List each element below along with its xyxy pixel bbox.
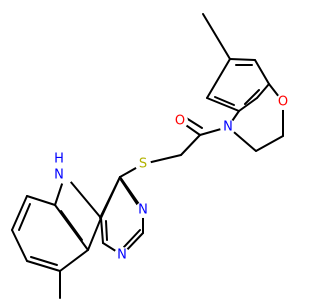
- atom-label-layer: O N O S N H N N: [54, 94, 291, 263]
- bond-arom: [206, 97, 240, 112]
- bond-benz: [11, 229, 28, 262]
- molecule-structure: O N O S N H N N: [11, 13, 291, 299]
- atom-h-indole: H: [54, 152, 64, 167]
- bond-pyr-inner: [105, 220, 108, 241]
- bond-arom: [206, 58, 231, 99]
- atom-o-ring: O: [275, 94, 291, 110]
- bond-ch2-ch2: [255, 135, 284, 152]
- atom-s-thioether: S: [135, 156, 151, 172]
- bond-benz-inner: [18, 203, 31, 231]
- bond-arom: [238, 97, 258, 112]
- svg-text:N: N: [117, 248, 127, 263]
- bond-benz: [59, 249, 89, 272]
- bond-pyr-inner: [123, 229, 141, 248]
- svg-text:N: N: [54, 168, 64, 183]
- svg-text:N: N: [138, 203, 148, 218]
- bond-arom-inner: [214, 96, 235, 106]
- bond-benz: [26, 260, 61, 272]
- bond-benz-inner: [30, 256, 58, 266]
- svg-text:O: O: [175, 114, 185, 129]
- bond-arom: [254, 59, 270, 85]
- svg-text:O: O: [278, 95, 288, 110]
- atom-n-pyrimidine-b: N: [114, 247, 130, 263]
- bond-c-ch2: [180, 134, 201, 156]
- bond-pyrrole: [64, 174, 102, 219]
- bond-benz: [11, 195, 28, 231]
- atom-nh-indole: N H: [54, 152, 74, 184]
- atom-n-pyrimidine-a: N: [135, 202, 151, 218]
- atom-o-carbonyl: O: [172, 113, 188, 129]
- bond-benz: [26, 195, 56, 206]
- bond-pyrrole: [87, 217, 102, 251]
- bond-arom-inner: [244, 89, 260, 105]
- bond-fused: [99, 176, 121, 219]
- bond-benz-inner: [60, 210, 83, 241]
- bond-pyrrole-fused: [54, 204, 89, 251]
- bond-arom: [256, 83, 270, 99]
- atom-n-amide: N: [220, 119, 236, 135]
- svg-text:N: N: [223, 120, 233, 135]
- bond-layer: [11, 13, 284, 299]
- bond-arom: [229, 58, 256, 61]
- bond-methyl-benzoxazine: [202, 13, 231, 60]
- bond-pyr-inner: [120, 179, 140, 208]
- svg-text:S: S: [139, 157, 147, 172]
- bond-pyr: [100, 217, 104, 244]
